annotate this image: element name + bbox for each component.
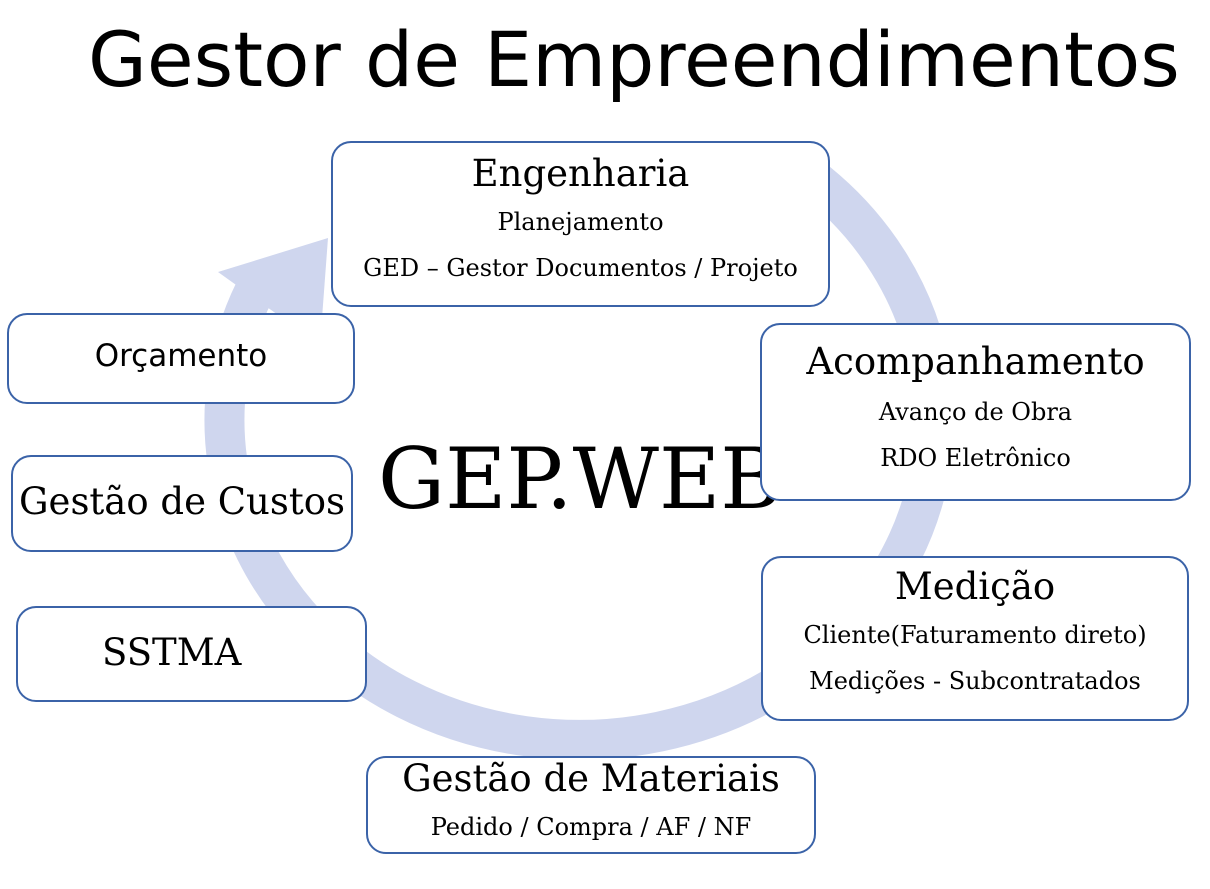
box-gestao-custos-heading: Gestão de Custos — [18, 480, 345, 523]
box-acompanhamento-line-2: RDO Eletrônico — [880, 444, 1071, 473]
box-sstma: SSTMA — [16, 606, 367, 702]
page-title: Gestor de Empreendimentos — [88, 15, 1180, 104]
box-medicao-heading: Medição — [894, 565, 1056, 608]
box-gestao-materiais: Gestão de Materiais Pedido / Compra / AF… — [366, 756, 816, 854]
box-engenharia-line-1: Planejamento — [497, 207, 664, 236]
center-label: GEP.WEB — [378, 430, 783, 528]
box-gestao-materiais-heading: Gestão de Materiais — [402, 757, 780, 800]
box-acompanhamento-line-1: Avanço de Obra — [878, 397, 1073, 426]
box-acompanhamento-heading: Acompanhamento — [806, 340, 1145, 383]
box-medicao-line-1: Cliente(Faturamento direto) — [803, 620, 1147, 649]
box-medicao: Medição Cliente(Faturamento direto) Medi… — [761, 556, 1189, 721]
box-engenharia: Engenharia Planejamento GED – Gestor Doc… — [331, 141, 830, 307]
box-orcamento: Orçamento — [7, 313, 355, 404]
box-acompanhamento: Acompanhamento Avanço de Obra RDO Eletrô… — [760, 323, 1191, 501]
box-orcamento-heading: Orçamento — [94, 338, 268, 374]
box-gestao-materiais-line-1: Pedido / Compra / AF / NF — [430, 812, 752, 841]
box-sstma-heading: SSTMA — [102, 631, 242, 674]
box-gestao-custos: Gestão de Custos — [11, 455, 353, 552]
box-engenharia-heading: Engenharia — [471, 152, 690, 195]
box-engenharia-line-2: GED – Gestor Documentos / Projeto — [363, 254, 798, 283]
box-medicao-line-2: Medições - Subcontratados — [809, 667, 1141, 696]
